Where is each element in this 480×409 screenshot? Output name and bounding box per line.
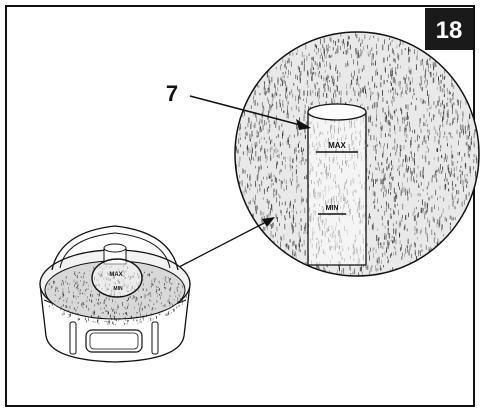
small-min-label: MIN [113, 286, 123, 292]
page-number-badge: 18 [425, 8, 473, 50]
page-number: 18 [436, 17, 463, 44]
zoom-max-label: MAX [328, 141, 346, 150]
callout-arrow [189, 95, 311, 130]
level-tube: MAX MIN [307, 103, 367, 266]
callout-number: 7 [166, 81, 178, 106]
appliance-illustration: MAX MIN [39, 225, 191, 363]
zoom-min-label: MIN [326, 205, 339, 212]
magnified-view: MAX MIN [234, 31, 480, 277]
small-max-label: MAX [109, 272, 122, 278]
level-window-highlight [91, 258, 143, 298]
